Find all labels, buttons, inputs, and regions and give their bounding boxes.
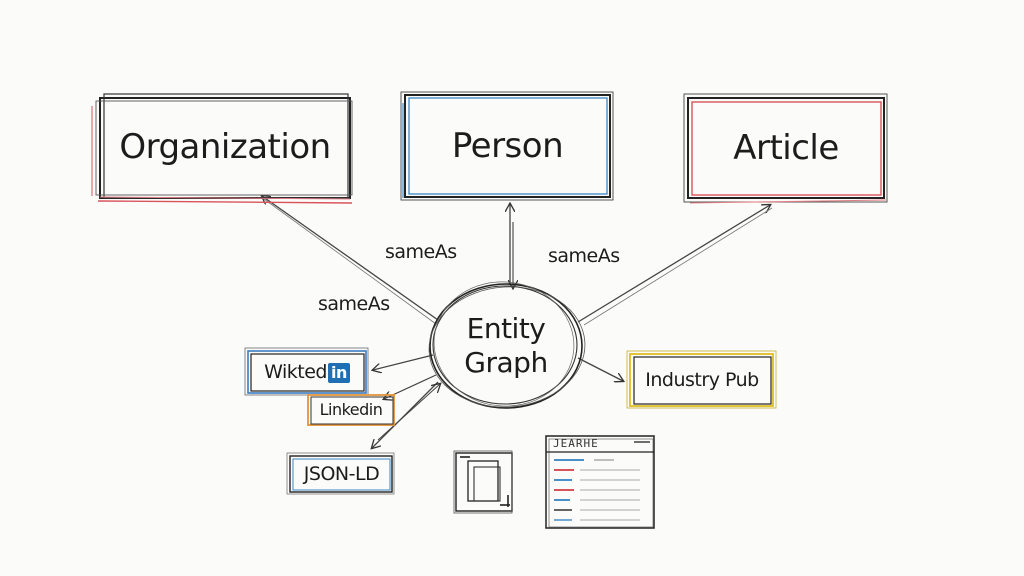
json-box-sketch: [286, 452, 395, 495]
person-node: Person: [405, 95, 610, 197]
search-results-page-icon: [545, 435, 655, 529]
entity-graph-node: Entity Graph: [432, 283, 580, 409]
entity-graph-ellipse: [428, 281, 586, 409]
linkedin-label: Linkedin: [319, 400, 383, 419]
entity-graph-label-line1: Entity: [466, 312, 546, 345]
wiki-text: Wikted: [264, 361, 327, 383]
industry-box-sketch: [626, 350, 777, 409]
organization-label: Organization: [119, 127, 331, 167]
document-stack-icon: [453, 450, 513, 514]
organization-node: Organization: [100, 97, 350, 197]
edge-article-entity: [577, 205, 773, 326]
linkedin-box-sketch: [307, 394, 395, 426]
edge-entity-wiki: [373, 354, 434, 370]
same-as-label: sameAs: [548, 245, 620, 267]
edge-entity-industry: [577, 357, 623, 381]
edge-person-entity: [510, 204, 513, 288]
edge-entity-json: [372, 381, 440, 448]
linkedin-logo-icon: in: [327, 363, 350, 383]
article-label: Article: [733, 128, 839, 168]
json-ld-label: JSON-LD: [303, 463, 380, 485]
search-page-title: JEARHE: [553, 437, 599, 450]
wiki-box-sketch: [244, 347, 369, 396]
linkedin-node: Linkedin: [306, 393, 396, 426]
industry-pub-label: Industry Pub: [645, 369, 759, 391]
same-as-label: sameAs: [385, 241, 457, 263]
person-label: Person: [451, 126, 564, 166]
article-box-sketch: [683, 93, 888, 204]
person-box-sketch: [400, 91, 614, 201]
same-as-label: sameAs: [318, 293, 390, 315]
article-node: Article: [688, 98, 884, 198]
industry-pub-node: Industry Pub: [629, 353, 775, 407]
entity-graph-label-line2: Graph: [464, 346, 548, 379]
organization-box-sketch: [91, 93, 353, 204]
edge-organization-entity: [262, 196, 439, 325]
json-ld-node: JSON-LD: [289, 455, 394, 493]
